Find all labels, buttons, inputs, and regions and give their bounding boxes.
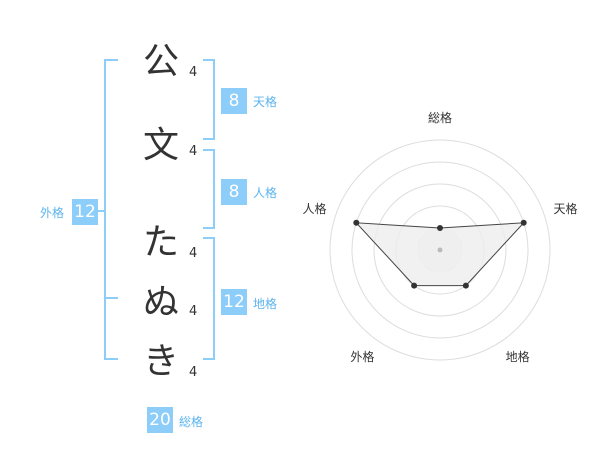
stroke-count-2: 4: [189, 144, 198, 159]
radar-center-dot: [437, 247, 443, 253]
name-char-2: 文: [142, 125, 179, 166]
tenkaku-bracket: [203, 59, 215, 140]
radar-point-5: [353, 219, 360, 226]
jinkaku-label: 人格: [253, 186, 278, 200]
radar-axis-label-1: 総格: [428, 110, 452, 125]
gaikaku-label: 外格: [40, 206, 65, 220]
stroke-count-4: 4: [189, 304, 198, 319]
chikaku-label: 地格: [253, 297, 278, 311]
stroke-count-5: 4: [189, 365, 198, 380]
name-char-1: 公: [142, 41, 179, 82]
radar-polygon: [355, 222, 525, 287]
chikaku-value: 12: [221, 289, 247, 315]
jinkaku-bracket: [203, 149, 215, 229]
name-char-5: き: [142, 341, 179, 382]
tenkaku-value: 8: [221, 88, 247, 114]
bracket-lines: [89, 59, 215, 360]
radar-point-2: [520, 219, 527, 226]
radar-point-3: [462, 282, 469, 289]
radar-ring: [373, 183, 507, 317]
stroke-count-3: 4: [189, 246, 198, 261]
radar-ring: [351, 161, 529, 339]
stroke-count-1: 4: [189, 65, 198, 80]
gaikaku-bracket: [104, 59, 118, 360]
name-char-3: た: [142, 222, 179, 263]
soukaku-label: 総格: [179, 415, 204, 429]
radar-point-4: [411, 282, 418, 289]
chikaku-bracket: [203, 237, 215, 360]
name-char-4: ぬ: [142, 282, 179, 323]
radar-axis-label-4: 外格: [350, 349, 374, 364]
radar-axis-label-2: 天格: [554, 201, 578, 216]
jinkaku-value: 8: [221, 179, 247, 205]
tenkaku-label: 天格: [253, 95, 278, 109]
radar-point-1: [437, 225, 443, 231]
radar-axis-label-5: 人格: [302, 201, 326, 216]
radar-axis-label-3: 地格: [506, 349, 530, 364]
gaikaku-value: 12: [72, 199, 98, 225]
soukaku-value: 20: [147, 407, 173, 433]
radar-ring: [329, 139, 551, 361]
